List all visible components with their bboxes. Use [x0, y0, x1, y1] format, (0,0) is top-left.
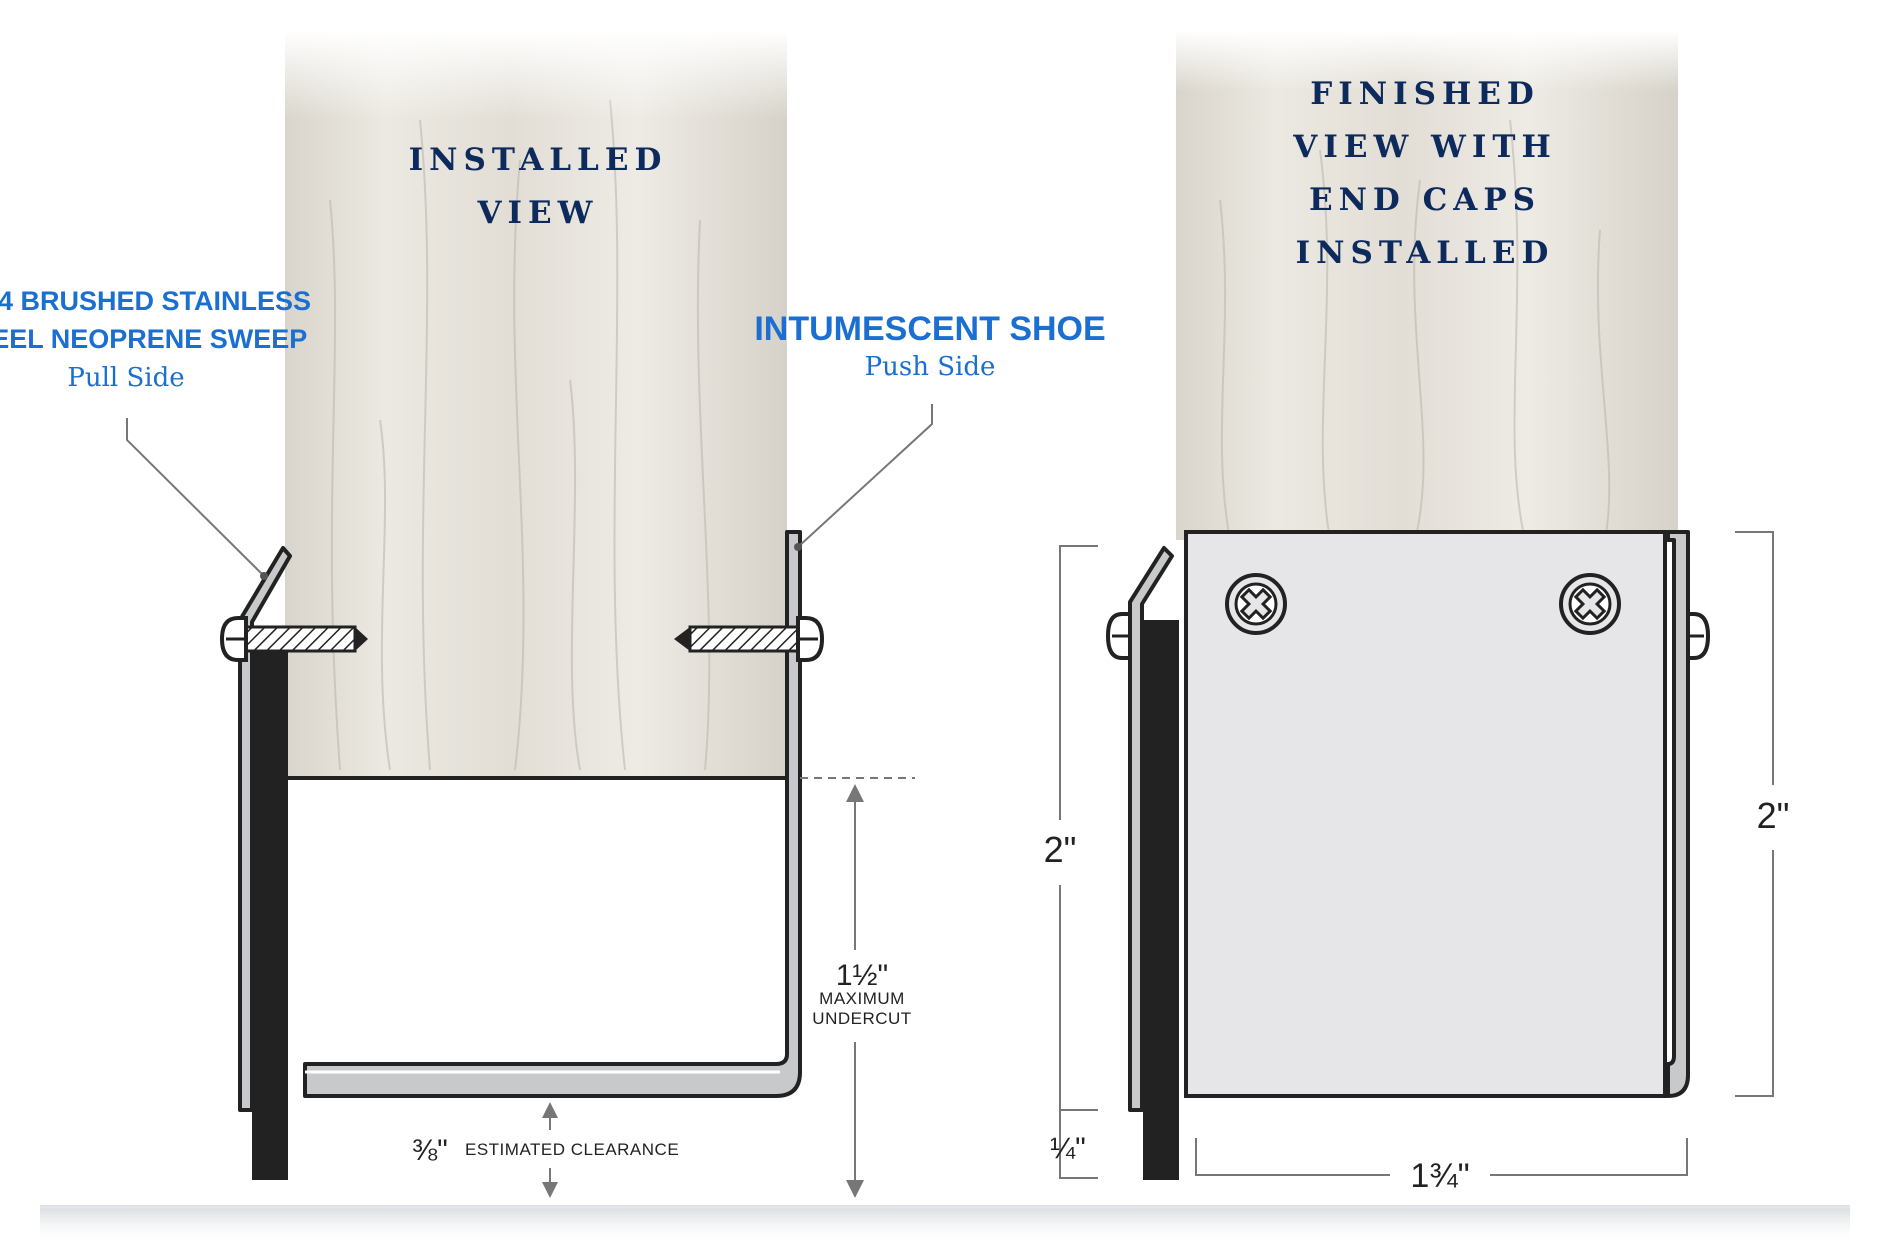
- shoe-callout-subtitle: Push Side: [865, 352, 996, 382]
- right-height-dim: 2": [1757, 795, 1790, 836]
- installed-view-title-line1: INSTALLED: [409, 142, 668, 178]
- neoprene-sweep: [252, 650, 288, 1180]
- finished-view: FINISHED VIEW WITH END CAPS INSTALLED 2"…: [1044, 30, 1790, 1195]
- undercut-dim-label1: MAXIMUM: [819, 989, 905, 1008]
- finished-view-title-line1: FINISHED: [1310, 76, 1540, 112]
- installed-view: INSTALLED VIEW #304 BRUSHED STAINLESS ST…: [0, 30, 1106, 1198]
- undercut-dim-label2: UNDERCUT: [812, 1009, 911, 1028]
- shoe-leader-line: [797, 404, 933, 548]
- undercut-dim-value: 1½": [836, 959, 888, 992]
- floor-shadow: [40, 1205, 1850, 1245]
- finished-view-title-line2: VIEW WITH: [1292, 129, 1556, 165]
- sweep-callout-line2: STEEL NEOPRENE SWEEP: [0, 324, 307, 354]
- shoe-edge-right: [1666, 530, 1690, 1098]
- intumescent-shoe: [303, 530, 802, 1098]
- shoe-screw: [674, 616, 825, 662]
- sweep-callout-line1: #304 BRUSHED STAINLESS: [0, 286, 311, 316]
- end-cap-screw-right: [1559, 573, 1621, 635]
- neoprene-sweep-right: [1143, 620, 1179, 1180]
- finished-view-title-line3: END CAPS: [1309, 182, 1541, 218]
- sweep-screw: [219, 616, 368, 662]
- left-height-dim: 2": [1044, 829, 1077, 870]
- gap-dim: ¼": [1050, 1132, 1086, 1165]
- sweep-callout-subtitle: Pull Side: [67, 363, 184, 393]
- clearance-dim-value: ⅜": [412, 1134, 448, 1167]
- clearance-dim-label: ESTIMATED CLEARANCE: [465, 1140, 679, 1159]
- shoe-callout-title: INTUMESCENT SHOE: [754, 310, 1105, 348]
- width-dim: 1¾": [1410, 1157, 1469, 1195]
- end-cap-screw-left: [1225, 573, 1287, 635]
- installed-view-title-line2: VIEW: [477, 195, 599, 231]
- sweep-leader-line: [126, 418, 265, 577]
- stainless-sweep-right: [1128, 546, 1174, 1112]
- finished-view-title-line4: INSTALLED: [1296, 235, 1555, 271]
